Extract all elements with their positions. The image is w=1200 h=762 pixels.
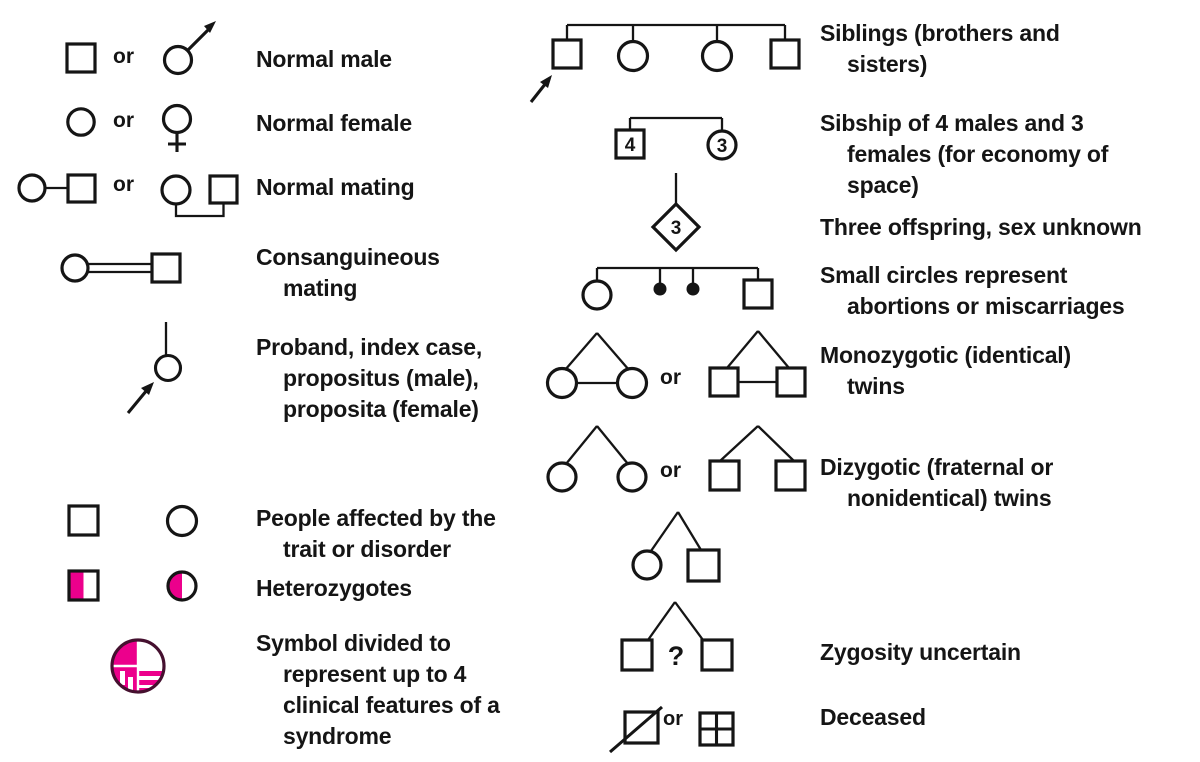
or-text: or <box>660 366 681 389</box>
label-line: Symbol divided to <box>256 630 451 656</box>
normal-male-square-symbol <box>65 42 97 74</box>
label-line: Sibship of 4 males and 3 <box>820 110 1084 136</box>
proband-symbol <box>126 322 183 414</box>
affected-symbols <box>67 504 199 538</box>
female-sign-icon <box>161 103 193 152</box>
label-line: People affected by the <box>256 505 496 531</box>
zygosity-uncertain-label: Zygosity uncertain <box>820 637 1021 668</box>
offspring-unknown-label: Three offspring, sex unknown <box>820 212 1142 243</box>
label-line: sisters) <box>847 51 928 77</box>
label-line: Zygosity uncertain <box>820 639 1021 665</box>
or-text: or <box>660 459 681 482</box>
label-line: abortions or miscarriages <box>847 293 1125 319</box>
label-line: proposita (female) <box>283 396 479 422</box>
label-line: trait or disorder <box>283 536 451 562</box>
dizygotic-label: Dizygotic (fraternal or nonidentical) tw… <box>820 452 1053 514</box>
abortion-dot <box>686 282 700 296</box>
label-line: Consanguineous <box>256 244 440 270</box>
deceased-symbols <box>608 705 735 754</box>
offspring-unknown-diagram: 3 <box>650 173 702 253</box>
or-text: or <box>113 173 134 196</box>
sibship-label: Sibship of 4 males and 3 females (for ec… <box>820 108 1108 201</box>
uncertainty-mark: ? <box>668 641 685 671</box>
label-line: mating <box>283 275 358 301</box>
label-line: Small circles represent <box>820 262 1068 288</box>
siblings-diagram <box>529 23 801 103</box>
deceased-label: Deceased <box>820 702 926 733</box>
sibship-diagram: 4 3 <box>614 116 738 161</box>
normal-mating-alt-symbol <box>160 174 239 218</box>
normal-female-circle-symbol <box>66 107 96 137</box>
label-line: clinical features of a <box>283 692 500 718</box>
label-line: syndrome <box>283 723 392 749</box>
label-line: Monozygotic (identical) <box>820 342 1071 368</box>
label-line: Siblings (brothers and <box>820 20 1060 46</box>
abortions-diagram <box>581 266 774 311</box>
consanguineous-mating-symbol <box>60 252 182 284</box>
heterozygotes-label: Heterozygotes <box>256 573 412 604</box>
dizygotic-diagram <box>546 425 807 493</box>
normal-mating-symbol <box>17 173 97 204</box>
divided-symbol-label: Symbol divided to represent up to 4 clin… <box>256 628 500 752</box>
sibship-female-count: 3 <box>717 136 728 157</box>
heterozygote-symbols <box>67 569 198 602</box>
label-line: propositus (male), <box>283 365 479 391</box>
or-text: or <box>113 45 134 68</box>
normal-mating-label: Normal mating <box>256 172 415 203</box>
siblings-label: Siblings (brothers and sisters) <box>820 18 1060 80</box>
sibship-male-count: 4 <box>625 135 636 156</box>
label-line: Normal mating <box>256 174 415 200</box>
normal-male-label: Normal male <box>256 44 392 75</box>
proband-label: Proband, index case, propositus (male), … <box>256 332 482 425</box>
monozygotic-diagram <box>545 330 807 400</box>
abortions-label: Small circles represent abortions or mis… <box>820 260 1125 322</box>
or-text: or <box>663 708 683 730</box>
label-line: Normal female <box>256 110 412 136</box>
label-line: space) <box>847 172 919 198</box>
affected-label: People affected by the trait or disorder <box>256 503 496 565</box>
label-line: Three offspring, sex unknown <box>820 214 1142 240</box>
label-line: Deceased <box>820 704 926 730</box>
dizygotic-mixed-pair-diagram <box>631 511 721 583</box>
label-line: females (for economy of <box>847 141 1109 167</box>
label-line: represent up to 4 <box>283 661 467 687</box>
monozygotic-label: Monozygotic (identical) twins <box>820 340 1071 402</box>
male-sign-icon <box>162 21 216 76</box>
consanguineous-mating-label: Consanguineous mating <box>256 242 440 304</box>
label-line: Heterozygotes <box>256 575 412 601</box>
normal-female-label: Normal female <box>256 108 412 139</box>
divided-quadrant-symbol <box>110 638 166 694</box>
label-line: Proband, index case, <box>256 334 483 360</box>
label-line: twins <box>847 373 905 399</box>
label-line: nonidentical) twins <box>847 485 1052 511</box>
zygosity-uncertain-diagram: ? <box>620 601 734 672</box>
or-text: or <box>113 109 134 132</box>
offspring-count: 3 <box>671 218 682 239</box>
label-line: Normal male <box>256 46 392 72</box>
abortion-dot <box>653 282 667 296</box>
label-line: Dizygotic (fraternal or <box>820 454 1054 480</box>
